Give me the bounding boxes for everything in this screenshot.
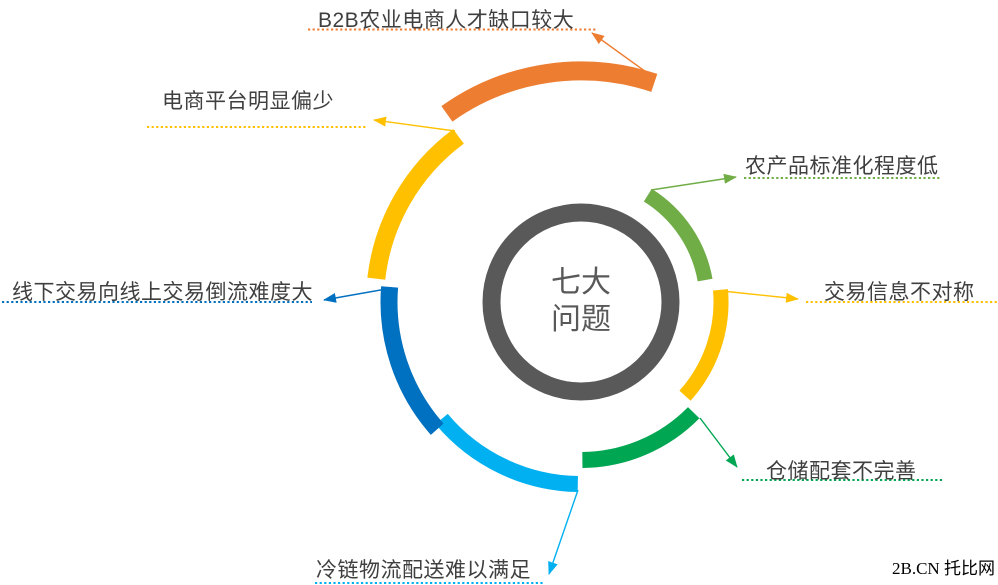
label-standardization: 农产品标准化程度低 [745, 155, 939, 178]
arc-cold-chain [435, 413, 579, 492]
label-few-platforms: 电商平台明显偏少 [162, 90, 334, 113]
center-title-line1: 七大 [551, 266, 611, 299]
arrow-info-asymmetry [721, 290, 799, 303]
arrow-offline-online [323, 287, 393, 303]
arc-few-platforms [367, 129, 464, 280]
label-cold-chain: 冷链物流配送难以满足 [316, 559, 531, 582]
label-info-asymmetry: 交易信息不对称 [824, 281, 975, 304]
arc-standardization [643, 188, 713, 282]
watermark: 2B.CN 托比网 [892, 559, 995, 578]
arrow-talent-gap [591, 32, 654, 78]
center-title-line2: 问题 [551, 303, 611, 336]
arc-talent-gap [441, 61, 658, 122]
arrow-cold-chain [548, 489, 579, 575]
center-ring [482, 203, 680, 401]
arc-warehousing [582, 406, 700, 468]
label-warehousing: 仓储配套不完善 [766, 460, 917, 483]
arc-info-asymmetry [679, 289, 729, 401]
label-talent-gap: B2B农业电商人才缺口较大 [318, 9, 575, 32]
arrow-few-platforms [373, 116, 456, 132]
arrow-standardization [650, 173, 737, 191]
arc-offline-online [380, 286, 444, 435]
arrow-warehousing [699, 417, 738, 468]
label-offline-online: 线下交易向线上交易倒流难度大 [12, 281, 313, 304]
center-title: 七大 问题 [501, 264, 661, 338]
